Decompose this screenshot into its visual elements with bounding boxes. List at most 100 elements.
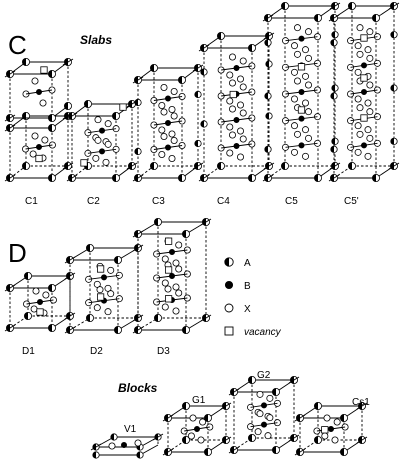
axis-tick [132, 326, 144, 334]
atom-x [254, 428, 262, 436]
atom-x [239, 135, 247, 143]
atom-a [194, 139, 202, 148]
axis-tick [66, 112, 78, 120]
atom-x [293, 130, 301, 138]
atom-x [239, 83, 247, 91]
atom-a [216, 32, 225, 41]
octahedron-bond [87, 150, 103, 154]
atom-x [321, 432, 329, 440]
atom-a [200, 120, 208, 128]
atom-x [366, 54, 374, 62]
legend-b-symbol [224, 280, 234, 290]
atom-x [175, 241, 183, 249]
atom-x [354, 122, 362, 130]
atom-x [160, 132, 168, 140]
atom-x [168, 130, 176, 138]
atom-x [107, 266, 115, 274]
octahedron-bond [153, 98, 169, 101]
atom-x [175, 289, 183, 297]
atom-x [290, 68, 298, 76]
atom-a [265, 112, 273, 120]
atom-a [153, 313, 162, 322]
atom-x [236, 101, 244, 109]
cell-edge [9, 165, 27, 179]
axis-tick [4, 124, 16, 132]
legend: A B X vacancy [224, 257, 282, 338]
octahedron-bond [88, 276, 105, 280]
structure-c4-drawing [198, 32, 275, 182]
vacancy-site [40, 66, 48, 74]
atom-a [112, 112, 121, 121]
atom-x [92, 154, 100, 162]
atom-x [102, 158, 110, 166]
atom-x [96, 286, 104, 294]
atom-x [94, 136, 102, 144]
atom-x [290, 95, 298, 103]
axis-tick [64, 326, 76, 334]
axis-tick [294, 414, 306, 422]
structure-c3-drawing [132, 64, 204, 182]
atom-a [21, 112, 30, 121]
octahedron-bond [363, 142, 378, 146]
axis-tick [198, 174, 210, 182]
legend-vacancy-label: vacancy [244, 327, 282, 338]
label-cs1: Cs1 [352, 397, 370, 408]
octahedron-bond [103, 298, 120, 302]
octahedron-bond [167, 120, 183, 124]
atom-x [42, 291, 50, 299]
octahedron-bond [350, 144, 365, 148]
axis-tick [62, 162, 74, 170]
axis-tick [228, 388, 240, 396]
atom-a [86, 313, 95, 322]
axis-tick [328, 14, 340, 22]
atom-x [304, 81, 312, 89]
axis-tick [132, 314, 144, 322]
atom-x [161, 279, 169, 287]
axis-tick [198, 44, 210, 52]
atom-a [112, 173, 121, 182]
atom-a [347, 161, 356, 170]
vacancy-site [360, 114, 368, 122]
atom-x [239, 57, 247, 65]
atom-x [266, 394, 274, 402]
axis-tick [329, 2, 341, 10]
atom-x [304, 28, 312, 36]
atom-x [29, 150, 37, 158]
atom-x [301, 152, 309, 160]
octahedron-bond [285, 38, 302, 42]
axis-tick [228, 446, 240, 454]
vacancy-site [35, 154, 43, 163]
atom-a [330, 39, 338, 47]
atom-a [313, 401, 322, 410]
atom-a [64, 102, 73, 111]
vacancy-site [321, 426, 329, 434]
atom-x [354, 42, 362, 50]
structure-c5-prime-drawing [328, 2, 400, 182]
atom-x [236, 153, 244, 161]
axis-tick [263, 32, 275, 40]
atom-x [226, 149, 234, 157]
octahedron-bond [236, 91, 252, 95]
axis-tick [262, 174, 274, 182]
atom-a [48, 173, 57, 182]
octahedron-bond [156, 251, 173, 255]
octahedron-bond [330, 426, 346, 430]
atom-x [164, 285, 172, 293]
atom-x [356, 24, 364, 32]
atom-a [149, 64, 158, 73]
atom-x [366, 81, 374, 89]
octahedron-bond [285, 144, 302, 148]
atom-a [134, 147, 142, 156]
vacancy-site [164, 237, 173, 245]
vacancy-site [360, 34, 368, 42]
atom-x [228, 53, 236, 61]
structure-d2-drawing [64, 243, 144, 334]
axis-tick [192, 64, 204, 72]
atom-x [228, 131, 236, 139]
atom-x [290, 42, 298, 50]
legend-b-label: B [244, 281, 251, 292]
atom-a [48, 283, 57, 292]
atom-x [293, 50, 301, 58]
atom-x [304, 54, 312, 62]
